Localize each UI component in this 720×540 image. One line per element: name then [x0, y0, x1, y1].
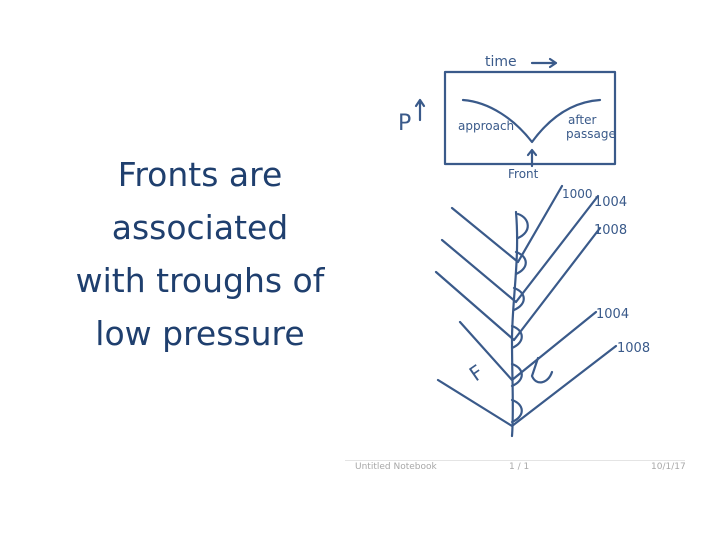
passage-label: passage: [566, 127, 616, 141]
front-sketch: time P approach after passage Front 1000…: [340, 40, 720, 490]
page-indicator: 1 / 1: [509, 462, 529, 472]
p-axis-arrow: [416, 100, 424, 120]
front-symbol-1: [518, 214, 528, 238]
isobar-upper-2: [442, 196, 598, 302]
notebook-name: Untitled Notebook: [355, 462, 437, 472]
f-label: F: [465, 360, 488, 386]
footer-separator: [345, 460, 685, 461]
title-line-4: low pressure: [40, 307, 360, 360]
isobar-lower-2: [438, 346, 616, 426]
after-label: after: [568, 113, 596, 127]
approach-label: approach: [458, 119, 514, 133]
title-line-2: associated: [40, 201, 360, 254]
slide-title: Fronts are associated with troughs of lo…: [40, 148, 360, 360]
isobar-label-1008-bottom: 1008: [617, 341, 650, 356]
isobar-label-1004-top: 1004: [594, 195, 627, 210]
footer-date: 10/1/17: [651, 462, 686, 472]
isobar-label-1000: 1000: [562, 187, 593, 201]
isobar-upper-1: [452, 186, 562, 262]
p-axis-label: P: [398, 111, 411, 136]
title-line-3: with troughs of: [40, 254, 360, 307]
time-label: time: [485, 54, 517, 70]
isobar-label-1004-bottom: 1004: [596, 307, 629, 322]
title-line-1: Fronts are: [40, 148, 360, 201]
notebook-footer: Untitled Notebook 1 / 1 10/1/17: [345, 460, 685, 476]
front-label: Front: [508, 167, 539, 181]
time-arrow: [532, 59, 556, 67]
